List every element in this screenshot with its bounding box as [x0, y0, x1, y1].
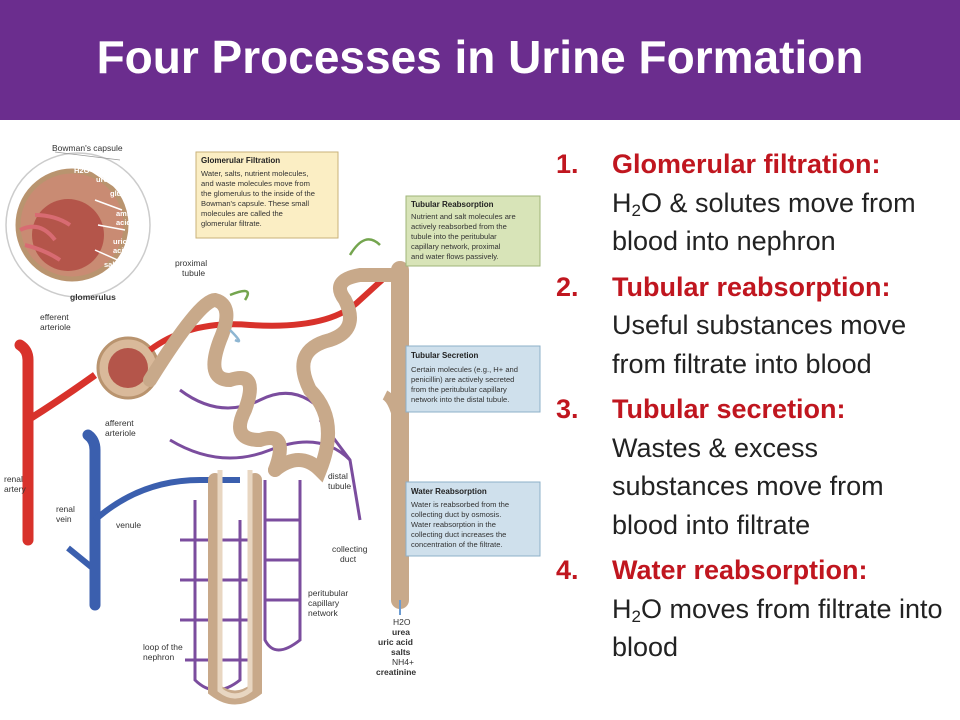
step-heading: Tubular reabsorption: [612, 268, 956, 307]
efferent-arteriole-label-2: arteriole [40, 322, 71, 332]
step-text-pre: H [612, 188, 632, 218]
water-reabsorption-box-line-4: collecting duct increases the [411, 530, 506, 539]
tubular-reabsorption-box-title: Tubular Reabsorption [411, 200, 494, 209]
collecting-duct-label-1: collecting [332, 544, 368, 554]
urine-output-urea: urea [392, 627, 410, 637]
tubular-reabsorption-box: Tubular Reabsorption Nutrient and salt m… [406, 196, 540, 266]
tubular-reabsorption-box-line-1: Nutrient and salt molecules are [411, 212, 516, 221]
water-reabsorption-box-line-1: Water is reabsorbed from the [411, 500, 509, 509]
step-heading: Tubular secretion: [612, 390, 956, 429]
peritubular-label-1: peritubular [308, 588, 348, 598]
peritubular-label-2: capillary [308, 598, 340, 608]
step-number: 4. [556, 551, 579, 590]
step-number: 2. [556, 268, 579, 307]
step-text-pre: H [612, 594, 632, 624]
glomerular-filtration-box-title: Glomerular Filtration [201, 156, 280, 165]
inset-solute-h2o: H2O [74, 166, 90, 175]
step-water-reabsorption: 4. Water reabsorption: H2O moves from fi… [556, 551, 956, 667]
inset-solute-amino: amino [116, 209, 139, 218]
inset-solute-salts: salts [104, 260, 121, 269]
loop-label-2: nephron [143, 652, 174, 662]
title-bar: Four Processes in Urine Formation [0, 0, 960, 120]
venule-label: venule [116, 520, 141, 530]
step-text-post: O moves from filtrate into blood [612, 594, 943, 663]
process-list: 1. Glomerular filtration: H2O & solutes … [556, 145, 956, 674]
inset-solute-uric: uric [113, 237, 127, 246]
tubular-secretion-box-line-1: Certain molecules (e.g., H+ and [411, 365, 518, 374]
urine-output-creatinine: creatinine [376, 667, 416, 677]
loop-label-1: loop of the [143, 642, 183, 652]
nephron-diagram: Bowman's capsule H2O urea glucose amino … [0, 125, 555, 720]
tubular-reabsorption-box-line-2: actively reabsorbed from the [411, 222, 507, 231]
glomerular-filtration-box-line-6: glomerular filtrate. [201, 219, 262, 228]
step-tubular-secretion: 3. Tubular secretion: Wastes & excess su… [556, 390, 956, 544]
renal-artery-label-2: artery [4, 484, 26, 494]
glomerulus-label: glomerulus [70, 292, 116, 302]
collecting-duct-label-2: duct [340, 554, 357, 564]
afferent-arteriole-label-1: afferent [105, 418, 134, 428]
step-number: 3. [556, 390, 579, 429]
water-reabsorption-box-line-2: collecting duct by osmosis. [411, 510, 501, 519]
inset-solute-acids: acids [116, 218, 135, 227]
bowmans-capsule-label: Bowman's capsule [52, 143, 123, 153]
urine-output-h2o: H2O [393, 617, 411, 627]
nephron-tubule [150, 275, 398, 698]
step-heading: Glomerular filtration: [612, 145, 956, 184]
tubular-secretion-box-line-2: penicillin) are actively secreted [411, 375, 514, 384]
inset-solute-glucose: glucose [110, 189, 138, 198]
glomerular-filtration-box-line-1: Water, salts, nutrient molecules, [201, 169, 308, 178]
reabsorption-arrow-2 [350, 239, 380, 255]
tubular-secretion-box-line-3: from the peritubular capillary [411, 385, 507, 394]
slide-title: Four Processes in Urine Formation [0, 30, 960, 84]
urine-output-uric-acid: uric acid [378, 637, 413, 647]
glomerular-filtration-box: Glomerular Filtration Water, salts, nutr… [196, 152, 338, 238]
peritubular-label-3: network [308, 608, 339, 618]
tubular-reabsorption-box-line-3: tubule into the peritubular [411, 232, 497, 241]
step-text: H2O & solutes move from blood into nephr… [612, 184, 956, 261]
reabsorption-arrow [230, 291, 248, 300]
renal-vein [88, 435, 95, 605]
step-heading: Water reabsorption: [612, 551, 956, 590]
renal-artery [20, 345, 28, 540]
tubular-secretion-box: Tubular Secretion Certain molecules (e.g… [406, 346, 540, 412]
distal-tubule-label-2: tubule [328, 481, 351, 491]
step-number: 1. [556, 145, 579, 184]
step-text-subscript: 2 [632, 201, 641, 220]
urine-output-nh4: NH4+ [392, 657, 414, 667]
tubular-secretion-box-line-4: network into the distal tubule. [411, 395, 509, 404]
glomerular-filtration-box-line-4: Bowman's capsule. These small [201, 199, 309, 208]
afferent-arteriole-label-2: arteriole [105, 428, 136, 438]
afferent-branch [28, 375, 95, 420]
proximal-tubule-label-2: tubule [182, 268, 205, 278]
water-reabsorption-box-line-3: Water reabsorption in the [411, 520, 496, 529]
step-text: H2O moves from filtrate into blood [612, 590, 956, 667]
water-reabsorption-box-title: Water Reabsorption [411, 487, 487, 496]
step-glomerular-filtration: 1. Glomerular filtration: H2O & solutes … [556, 145, 956, 261]
inset-solute-urea: urea [96, 175, 113, 184]
step-text: Useful substances move from filtrate int… [612, 306, 956, 383]
renal-vein-label-1: renal [56, 504, 75, 514]
step-tubular-reabsorption: 2. Tubular reabsorption: Useful substanc… [556, 268, 956, 384]
step-text: Wastes & excess substances move from blo… [612, 429, 956, 545]
inset-solute-acid: acid [113, 246, 128, 255]
proximal-tubule-label-1: proximal [175, 258, 207, 268]
distal-tubule-label-1: distal [328, 471, 348, 481]
secretion-arrow [230, 330, 239, 341]
tubular-reabsorption-box-line-4: capillary network, proximal [411, 242, 501, 251]
urine-output-salts: salts [391, 647, 411, 657]
glomerular-filtration-box-line-3: the glomerulus to the inside of the [201, 189, 315, 198]
step-text-post: O & solutes move from blood into nephron [612, 188, 916, 257]
renal-vein-label-2: vein [56, 514, 72, 524]
glomerulus-small [108, 348, 148, 388]
renal-artery-label-1: renal [4, 474, 23, 484]
tubular-secretion-box-title: Tubular Secretion [411, 351, 479, 360]
glomerular-filtration-box-line-5: molecules are called the [201, 209, 283, 218]
water-reabsorption-box: Water Reabsorption Water is reabsorbed f… [406, 482, 540, 556]
loop-of-nephron [220, 470, 250, 696]
efferent-arteriole-label-1: efferent [40, 312, 69, 322]
step-text-subscript: 2 [632, 607, 641, 626]
tubular-reabsorption-box-line-5: and water flows passively. [411, 252, 499, 261]
glomerular-filtration-box-line-2: and waste molecules move from [201, 179, 310, 188]
water-reabsorption-box-line-5: concentration of the filtrate. [411, 540, 503, 549]
